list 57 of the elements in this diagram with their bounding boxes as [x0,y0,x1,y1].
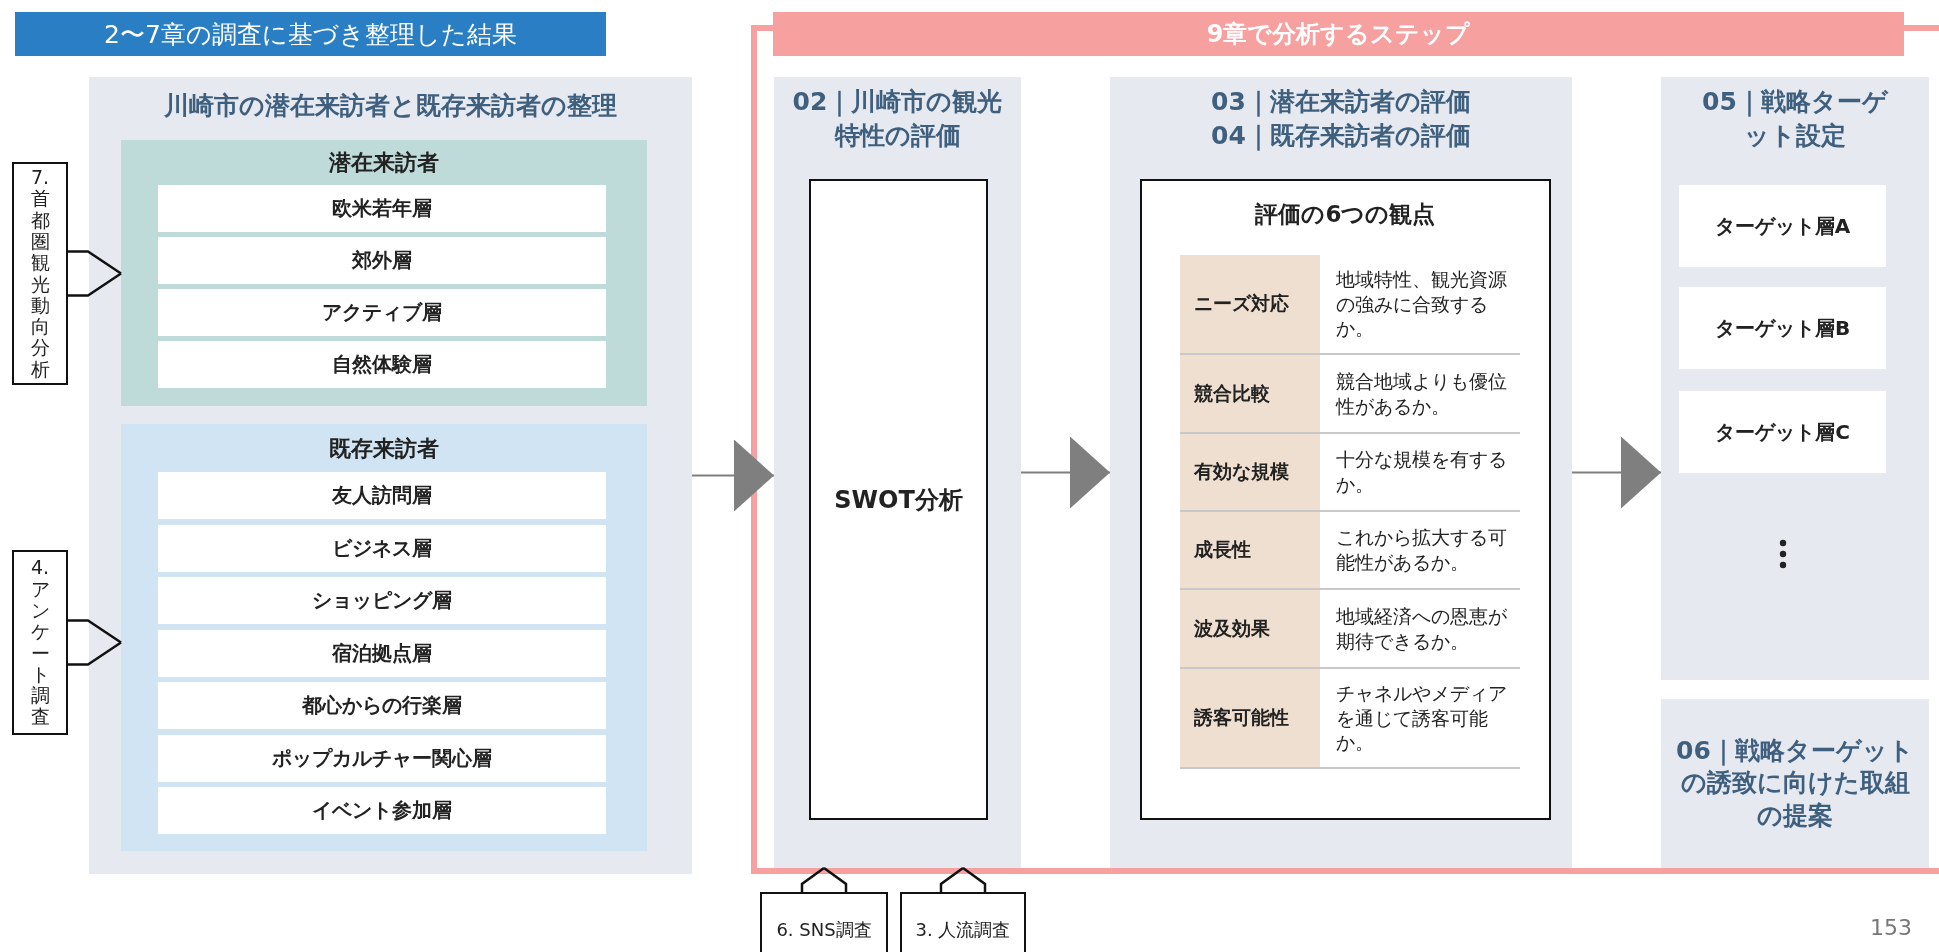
list-item: 都心からの行楽層 [158,682,606,729]
table-cell: 地域経済への恩恵が期待できるか。 [1320,590,1520,669]
table-cell: 有効な規模 [1180,434,1320,512]
step-box: 06｜戦略ターゲットの誘致に向けた取組の提案 [1661,699,1929,868]
table-cell: 誘客可能性 [1180,669,1320,769]
group-heading: 既存来訪者 [328,435,440,463]
callout-box: 4. アンケート調査 [12,550,68,735]
group-heading: 潜在来訪者 [328,149,440,177]
arrow [1571,436,1662,509]
table-cell: 波及効果 [1180,590,1320,669]
callout-pointer [66,250,123,297]
list-item: 欧米若年層 [158,185,606,232]
list-item: ポップカルチャー関心層 [158,735,606,782]
table-cell: 成長性 [1180,512,1320,590]
callout-box: 3. 人流調査 [900,892,1026,952]
table-cell: 地域特性、観光資源の強みに合致するか。 [1320,255,1520,355]
callout-box: 7. 首都圏観光動向分析 [12,162,68,385]
arrow [691,439,775,512]
table-cell: これから拡大する可能性があるか。 [1320,512,1520,590]
callout-box: 6. SNS調査 [760,892,888,952]
table-cell: ニーズ対応 [1180,255,1320,355]
box-heading: 評価の6つの観点 [1254,200,1437,229]
callout-pointer [800,866,848,894]
list-item: ショッピング層 [158,577,606,624]
step-column [1110,77,1572,868]
list-item: 友人訪問層 [158,472,606,519]
page-number: 153 [1870,915,1912,940]
table-cell: 競合地域よりも優位性があるか。 [1320,355,1520,434]
step-column [1661,77,1929,680]
column-heading: 05｜戦略ターゲット設定 [1701,86,1890,152]
section-banner: 2〜7章の調査に基づき整理した結果 [15,12,606,56]
target-box: ターゲット層A [1679,185,1886,267]
arrow [1020,436,1111,509]
process-box: SWOT分析 [809,179,988,820]
list-item: ビジネス層 [158,525,606,572]
list-item: 自然体験層 [158,341,606,388]
target-box: ターゲット層B [1679,287,1886,369]
panel-heading: 川崎市の潜在来訪者と既存来訪者の整理 [163,90,618,122]
table-cell: チャネルやメディアを通じて誘客可能か。 [1320,669,1520,769]
group-panel [121,424,647,851]
list-item: 宿泊拠点層 [158,630,606,677]
target-box: ターゲット層C [1679,391,1886,473]
panel [89,77,692,874]
list-item: アクティブ層 [158,289,606,336]
step-column [774,77,1021,868]
group-panel [121,140,647,406]
column-heading: 04｜既存来訪者の評価 [1210,119,1472,153]
callout-pointer [939,866,987,894]
callout-pointer [66,619,123,666]
column-heading: 03｜潜在来訪者の評価 [1210,86,1472,119]
table-cell: 競合比較 [1180,355,1320,434]
list-item: 郊外層 [158,237,606,284]
criteria-box [1140,179,1551,820]
list-item: イベント参加層 [158,787,606,834]
section-banner: 9章で分析するステップ [773,12,1904,56]
column-heading: 02｜川崎市の観光特性の評価 [791,86,1004,152]
table-cell: 十分な規模を有するか。 [1320,434,1520,512]
